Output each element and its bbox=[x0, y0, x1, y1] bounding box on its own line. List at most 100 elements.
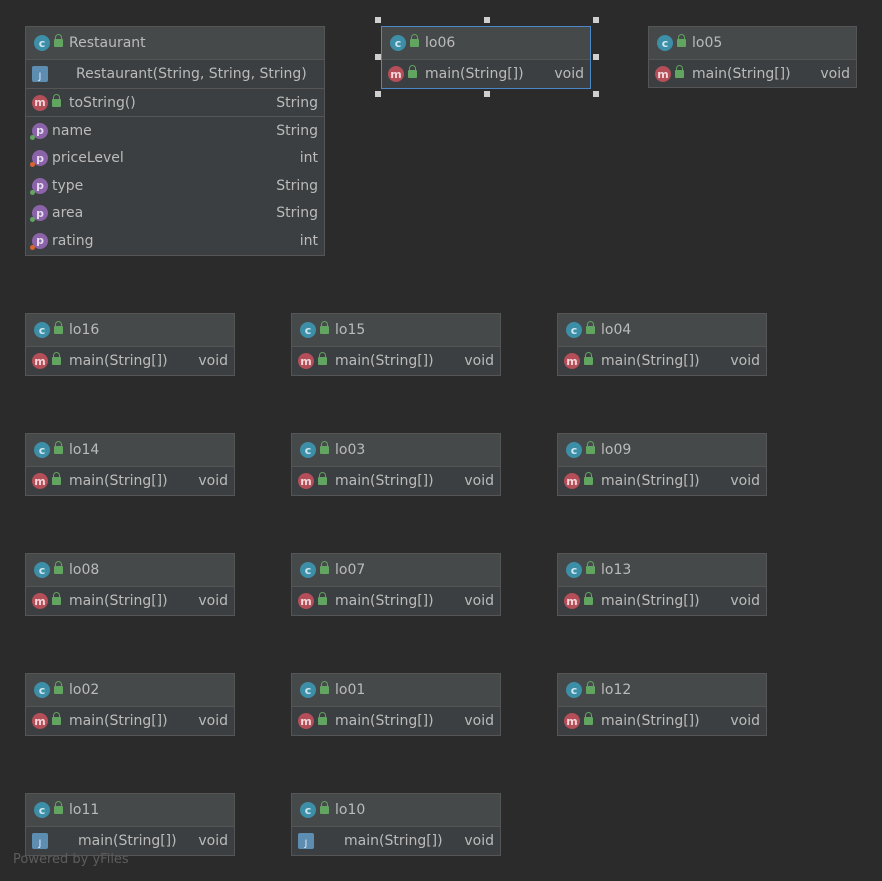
class-name: lo14 bbox=[69, 442, 100, 458]
method-icon: m bbox=[298, 473, 314, 489]
public-lock-icon bbox=[320, 561, 329, 574]
selection-handle[interactable] bbox=[593, 91, 599, 97]
method-row[interactable]: m main(String[]) void bbox=[649, 60, 856, 88]
method-name: main(String[]) bbox=[692, 66, 791, 82]
method-type: void bbox=[464, 353, 494, 369]
field-row[interactable]: p area String bbox=[26, 200, 324, 228]
method-row[interactable]: m toString() String bbox=[26, 88, 324, 116]
method-name: main(String[]) bbox=[69, 473, 168, 489]
class-icon: c bbox=[300, 562, 316, 578]
selection-handle[interactable] bbox=[375, 54, 381, 60]
class-icon: c bbox=[300, 802, 316, 818]
field-row[interactable]: p name String bbox=[26, 117, 324, 145]
class-icon: c bbox=[34, 322, 50, 338]
class-icon: c bbox=[657, 35, 673, 51]
method-name: main(String[]) bbox=[69, 713, 168, 729]
class-header: c lo05 bbox=[649, 27, 856, 60]
method-icon: m bbox=[564, 713, 580, 729]
selection-handle[interactable] bbox=[593, 54, 599, 60]
class-icon: c bbox=[566, 562, 582, 578]
field-row[interactable]: p rating int bbox=[26, 227, 324, 255]
field-row[interactable]: p priceLevel int bbox=[26, 145, 324, 173]
field-type: int bbox=[299, 232, 318, 249]
property-icon: p bbox=[30, 232, 48, 250]
public-lock-icon bbox=[52, 472, 61, 485]
class-icon: c bbox=[34, 682, 50, 698]
method-name: main(String[]) bbox=[601, 713, 700, 729]
method-type: void bbox=[464, 833, 494, 849]
public-lock-icon bbox=[54, 681, 63, 694]
public-lock-icon bbox=[318, 592, 327, 605]
class-name: lo03 bbox=[335, 442, 366, 458]
method-name: main(String[]) bbox=[601, 473, 700, 489]
selection-handle[interactable] bbox=[593, 17, 599, 23]
public-lock-icon bbox=[677, 34, 686, 47]
class-name: lo04 bbox=[601, 322, 632, 338]
field-name: priceLevel bbox=[52, 150, 124, 167]
method-name: main(String[]) bbox=[335, 713, 434, 729]
method-icon: m bbox=[564, 593, 580, 609]
method-name: main(String[]) bbox=[601, 593, 700, 609]
class-node-restaurant[interactable]: c Restaurant J Restaurant(String, String… bbox=[25, 26, 325, 256]
public-lock-icon bbox=[320, 321, 329, 334]
class-name: lo13 bbox=[601, 562, 632, 578]
public-lock-icon bbox=[318, 472, 327, 485]
class-node-lo05[interactable]: c lo05 m main(String[]) void bbox=[648, 26, 857, 88]
selection-handle[interactable] bbox=[375, 17, 381, 23]
selection-handle[interactable] bbox=[375, 91, 381, 97]
public-lock-icon bbox=[586, 681, 595, 694]
method-type: void bbox=[198, 473, 228, 489]
class-node-lo06[interactable]: c lo06 m main(String[]) void bbox=[381, 26, 591, 89]
field-name: type bbox=[52, 177, 84, 194]
method-row[interactable]: m main(String[]) void bbox=[382, 60, 590, 88]
public-lock-icon bbox=[320, 441, 329, 454]
field-row[interactable]: p type String bbox=[26, 172, 324, 200]
class-icon: c bbox=[300, 322, 316, 338]
method-type: void bbox=[464, 713, 494, 729]
public-lock-icon bbox=[52, 93, 61, 107]
selection-handle[interactable] bbox=[484, 17, 490, 23]
static-method-icon: J bbox=[32, 833, 48, 849]
public-lock-icon bbox=[52, 352, 61, 365]
method-type: void bbox=[730, 353, 760, 369]
constructor-row[interactable]: J Restaurant(String, String, String) bbox=[26, 60, 324, 88]
class-name: lo08 bbox=[69, 562, 100, 578]
method-icon: m bbox=[655, 66, 671, 82]
public-lock-icon bbox=[586, 441, 595, 454]
selection-handle[interactable] bbox=[484, 91, 490, 97]
public-lock-icon bbox=[675, 65, 684, 78]
method-icon: m bbox=[32, 94, 48, 111]
